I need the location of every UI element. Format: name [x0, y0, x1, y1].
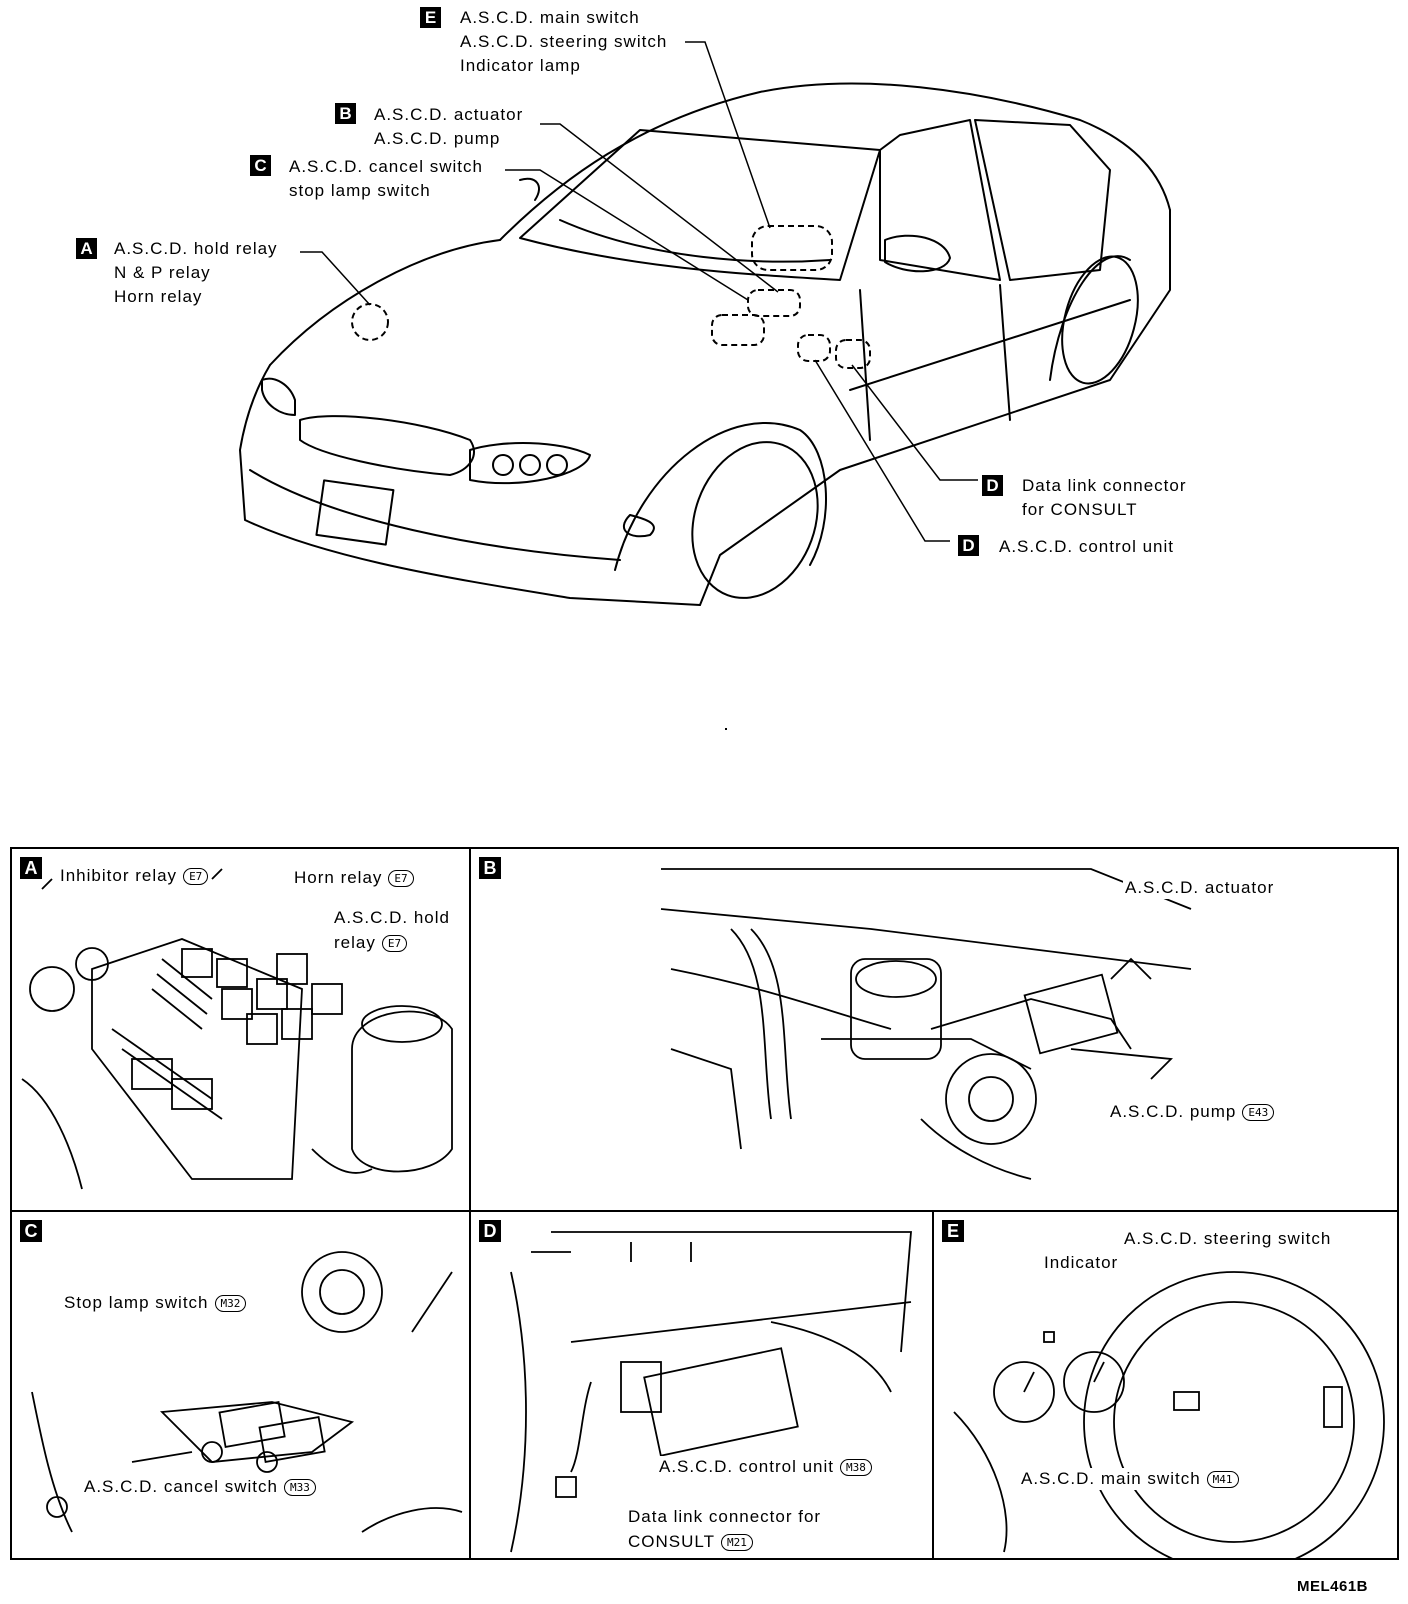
panel-A-drawing: [21, 868, 453, 1190]
figure-code: MEL461B: [1296, 1578, 1368, 1595]
panel-D-dlc-2: CONSULT M21: [626, 1531, 755, 1553]
label-ascd-main-switch: A.S.C.D. main switch: [460, 8, 640, 27]
stray-dot: [725, 728, 727, 730]
panel-A-inhibitor-relay: Inhibitor relay E7: [58, 865, 211, 887]
control-unit-text: A.S.C.D. control unit: [659, 1457, 835, 1476]
badge-B: B: [335, 103, 356, 124]
pump-connector: E43: [1242, 1104, 1275, 1122]
panel-B-drawing: [660, 868, 1192, 1180]
panel-D-badge: D: [479, 1220, 501, 1242]
pump-text: A.S.C.D. pump: [1110, 1102, 1237, 1121]
panel-D-drawing: [510, 1231, 912, 1553]
hold-relay-connector: E7: [381, 935, 408, 953]
panel-E-main-switch: A.S.C.D. main switch M41: [1019, 1468, 1241, 1490]
panel-B: B A.S.C.D. actuator A.S.C.D. pump E43: [469, 847, 1399, 1212]
badge-A: A: [76, 238, 97, 259]
panel-E: E Indicator A.S.C.D. steering switch A.S…: [932, 1210, 1399, 1560]
car-illustration: [239, 41, 1171, 606]
panel-A-hold-relay-2: relay E7: [332, 932, 410, 954]
main-switch-text: A.S.C.D. main switch: [1021, 1469, 1201, 1488]
badge-C: C: [250, 155, 271, 176]
panel-D-dlc-1: Data link connector for: [626, 1506, 824, 1528]
dlc-connector: M21: [720, 1534, 753, 1552]
panel-C-stop-lamp-switch: Stop lamp switch M32: [62, 1292, 249, 1314]
panel-C: C Stop lamp switch M32 A.S.C.D. cancel sw…: [10, 1210, 471, 1560]
panel-E-steering-switch: A.S.C.D. steering switch: [1122, 1228, 1334, 1250]
label-ascd-control-unit: A.S.C.D. control unit: [999, 537, 1175, 556]
label-data-link-connector: Data link connector: [1022, 476, 1187, 495]
panel-B-actuator: A.S.C.D. actuator: [1123, 877, 1277, 899]
control-unit-connector: M38: [840, 1459, 872, 1477]
panel-C-cancel-switch: A.S.C.D. cancel switch M33: [82, 1476, 318, 1498]
panel-A-horn-relay: Horn relay E7: [292, 867, 416, 889]
panel-E-indicator: Indicator: [1042, 1252, 1121, 1274]
panel-D: D A.S.C.D. control unit M38 Data link con…: [469, 1210, 934, 1560]
label-indicator-lamp: Indicator lamp: [460, 56, 581, 75]
label-stop-lamp-switch: stop lamp switch: [289, 181, 431, 200]
hold-relay-text: relay: [334, 933, 376, 952]
label-ascd-actuator: A.S.C.D. actuator: [374, 105, 524, 124]
label-horn-relay: Horn relay: [114, 287, 203, 306]
cancel-switch-text: A.S.C.D. cancel switch: [84, 1477, 278, 1496]
panel-D-control-unit: A.S.C.D. control unit M38: [657, 1456, 874, 1478]
label-for-consult: for CONSULT: [1022, 500, 1138, 519]
panel-E-drawing: [953, 1271, 1385, 1558]
badge-D-dlc: D: [982, 475, 1003, 496]
main-switch-connector: M41: [1206, 1471, 1239, 1489]
panel-A-hold-relay-1: A.S.C.D. hold: [332, 907, 452, 929]
badge-E: E: [420, 7, 441, 28]
panel-E-badge: E: [942, 1220, 964, 1242]
panel-B-badge: B: [479, 857, 501, 879]
panel-A-badge: A: [20, 857, 42, 879]
horn-relay-text: Horn relay: [294, 868, 383, 887]
label-ascd-steering-switch: A.S.C.D. steering switch: [460, 32, 668, 51]
label-ascd-pump: A.S.C.D. pump: [374, 129, 501, 148]
badge-D-control: D: [958, 535, 979, 556]
label-ascd-hold-relay: A.S.C.D. hold relay: [114, 239, 278, 258]
panel-B-pump: A.S.C.D. pump E43: [1108, 1101, 1277, 1123]
stop-lamp-text: Stop lamp switch: [64, 1293, 209, 1312]
horn-relay-connector: E7: [388, 870, 414, 888]
panel-C-drawing: [31, 1251, 463, 1533]
inhibitor-relay-connector: E7: [183, 868, 209, 886]
inhibitor-relay-text: Inhibitor relay: [60, 866, 178, 885]
label-ascd-cancel-switch: A.S.C.D. cancel switch: [289, 157, 483, 176]
dlc-consult-text: CONSULT: [628, 1532, 715, 1551]
label-n-p-relay: N & P relay: [114, 263, 211, 282]
cancel-switch-connector: M33: [283, 1479, 316, 1497]
stop-lamp-connector: M32: [214, 1295, 247, 1313]
panel-C-badge: C: [20, 1220, 42, 1242]
